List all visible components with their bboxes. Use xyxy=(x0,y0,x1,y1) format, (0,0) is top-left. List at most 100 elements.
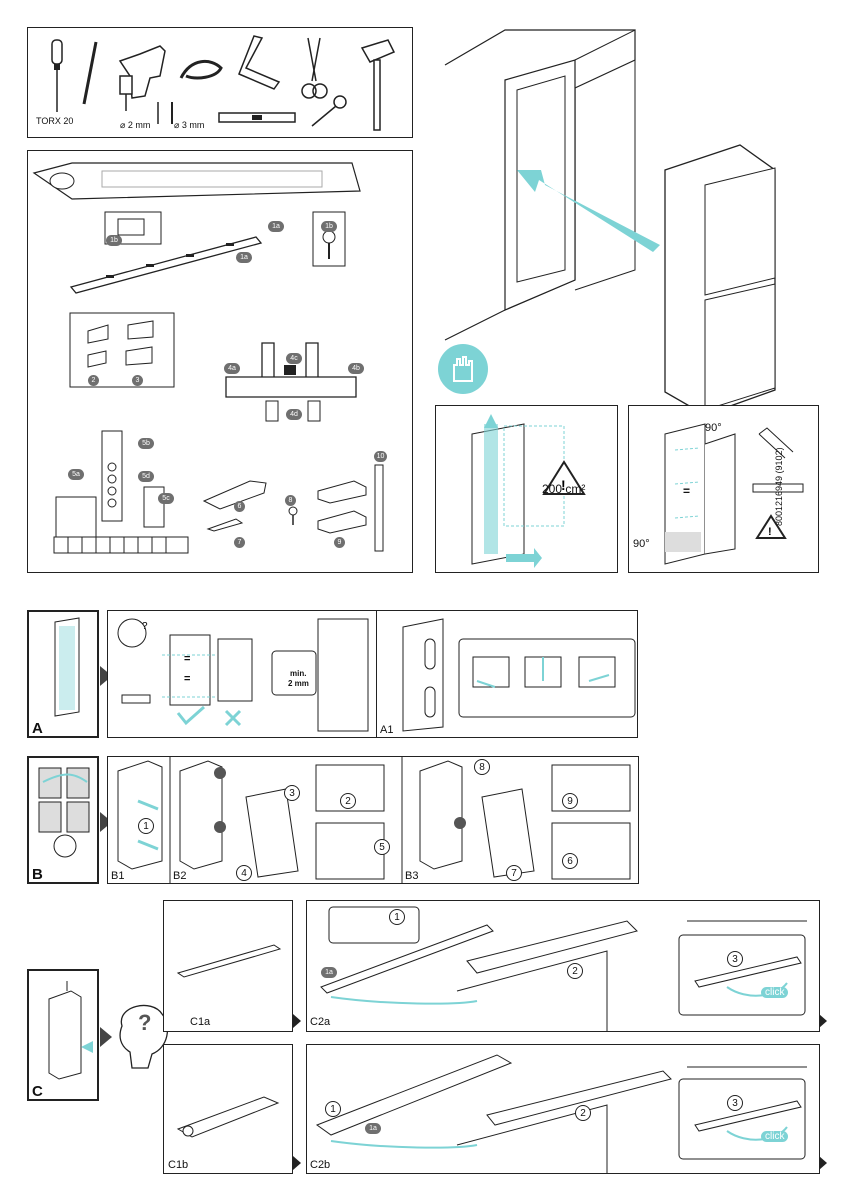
part-badge-7: 7 xyxy=(234,537,245,548)
c2b-label: C2b xyxy=(310,1159,331,1171)
b-step-8: 8 xyxy=(474,759,490,775)
c2b-badge-1a: 1a xyxy=(365,1123,381,1134)
cabinet-overview-illustration xyxy=(444,29,776,416)
part-badge-1b-left: 1b xyxy=(106,235,122,246)
step-c1a-panel: C1a xyxy=(163,900,293,1032)
step-c2a-panel: 1 2 3 1a click C2a xyxy=(306,900,820,1032)
cover-sheet-icon xyxy=(69,312,175,388)
hardware-strip-icon xyxy=(53,430,189,554)
step-a-label: A xyxy=(32,720,43,737)
part-badge-6: 6 xyxy=(234,501,245,512)
template-c1b-illustration xyxy=(176,1096,280,1138)
step-c2b-panel: 1 2 3 1a click C2b xyxy=(306,1044,820,1174)
pencil-icon xyxy=(82,41,98,105)
b-step-4: 4 xyxy=(236,865,252,881)
step-a1-label: A1 xyxy=(380,724,394,736)
c1b-label: C1b xyxy=(168,1159,189,1171)
c2a-step-3: 3 xyxy=(727,951,743,967)
b2-label: B2 xyxy=(173,870,187,882)
part-badge-2: 2 xyxy=(88,375,99,386)
c2a-label: C2a xyxy=(310,1016,331,1028)
drill-2mm-label: ⌀ 2 mm xyxy=(120,120,151,130)
min-gap-line1: min. xyxy=(290,669,307,678)
c1a-arrow xyxy=(293,1014,301,1028)
ventilation-area-label: 200 cm² xyxy=(542,482,586,496)
svg-text:?: ? xyxy=(142,621,148,632)
check-illustration: ? xyxy=(117,618,369,732)
strip-7-icon xyxy=(206,518,244,532)
hinge-bracket-icon xyxy=(225,342,357,422)
tape-measure-icon xyxy=(311,95,347,127)
step-c-arrow xyxy=(100,1027,112,1047)
svg-text:!: ! xyxy=(768,526,772,538)
step-b-panel-main: 1 2 3 4 5 6 7 8 9 B1 B2 B3 xyxy=(107,756,639,884)
part-badge-5b: 5b xyxy=(138,438,154,449)
step-c-panel: C xyxy=(27,969,99,1101)
equal-sign-bottom: = xyxy=(184,673,191,685)
template-bag-icon xyxy=(32,162,361,200)
part-badge-5d: 5d xyxy=(138,471,154,482)
step-b-label: B xyxy=(32,866,43,883)
square-ruler-icon xyxy=(238,35,281,90)
parts-panel: 1a 1b 1a 1b 2 3 4a 4b 4c 4d 5a 5b 5c xyxy=(27,150,413,573)
part-badge-5c: 5c xyxy=(158,493,174,504)
c2b-step-1: 1 xyxy=(325,1101,341,1117)
step-c-label: C xyxy=(32,1083,43,1100)
fridge xyxy=(664,144,776,416)
door-removal-illustration xyxy=(117,757,631,883)
c2a-arrow xyxy=(819,1014,827,1028)
equal-sign-top: = xyxy=(184,653,191,665)
part-badge-4b: 4b xyxy=(348,363,364,374)
b-step-5: 5 xyxy=(374,839,390,855)
c2a-step-2: 2 xyxy=(567,963,583,979)
step-a1-panel: A1 xyxy=(376,610,638,738)
angles-diagram: ! xyxy=(664,423,804,565)
b-step-3: 3 xyxy=(284,785,300,801)
c2b-arrow xyxy=(819,1156,827,1170)
insert-arrow xyxy=(517,170,660,252)
step-b-panel: B xyxy=(27,756,99,884)
document-code: 8001216949 (9102) xyxy=(774,447,784,526)
drill-3mm-label: ⌀ 3 mm xyxy=(174,120,205,130)
step-b-illustration xyxy=(38,767,90,858)
b-step-7: 7 xyxy=(506,865,522,881)
rail-mount-illustration-b xyxy=(315,1054,807,1173)
c1a-label: C1a xyxy=(190,1016,211,1028)
gloves-icon xyxy=(438,344,488,394)
c2b-step-3: 3 xyxy=(727,1095,743,1111)
seal-10-icon xyxy=(374,464,384,552)
b-step-9: 9 xyxy=(562,793,578,809)
b-step-6: 6 xyxy=(562,853,578,869)
part-badge-4c: 4c xyxy=(286,353,302,364)
hammer-icon xyxy=(360,39,396,131)
part-badge-4a: 4a xyxy=(224,363,240,374)
min-gap-line2: 2 mm xyxy=(288,679,309,688)
b1-label: B1 xyxy=(111,870,125,882)
step-a-check-panel: ? = = min. 2 mm xyxy=(107,610,377,738)
part-badge-1b-right: 1b xyxy=(321,221,337,232)
ventilation-diagram: ! xyxy=(471,414,586,568)
c2b-click-label: click xyxy=(761,1131,789,1142)
part-badge-1a-rail: 1a xyxy=(236,252,252,263)
part-badge-10: 10 xyxy=(374,451,387,462)
c2a-badge-1a: 1a xyxy=(321,967,337,978)
cover-9-icon xyxy=(317,480,367,534)
c2b-step-2: 2 xyxy=(575,1105,591,1121)
cable-icon xyxy=(179,59,223,80)
c1b-arrow xyxy=(293,1156,301,1170)
b3-label: B3 xyxy=(405,870,419,882)
step-a-illustration xyxy=(54,617,80,717)
angle-bracket-icon xyxy=(202,480,267,510)
spirit-level-icon xyxy=(218,112,296,123)
hinge-adjust-illustration xyxy=(402,618,636,732)
tools-panel: TORX 20 ⌀ 2 mm ⌀ 3 mm xyxy=(27,27,413,138)
svg-text:?: ? xyxy=(138,1010,151,1035)
screwdriver-icon xyxy=(51,39,63,112)
c2a-step-1: 1 xyxy=(389,909,405,925)
drill-bits-icon xyxy=(157,102,173,124)
angle-equal-label: = xyxy=(683,484,691,498)
rail-1a-icon xyxy=(69,236,263,294)
part-badge-1a-top: 1a xyxy=(268,221,284,232)
part-badge-9: 9 xyxy=(334,537,345,548)
angles-panel: ! 90° = 90° xyxy=(628,405,819,573)
